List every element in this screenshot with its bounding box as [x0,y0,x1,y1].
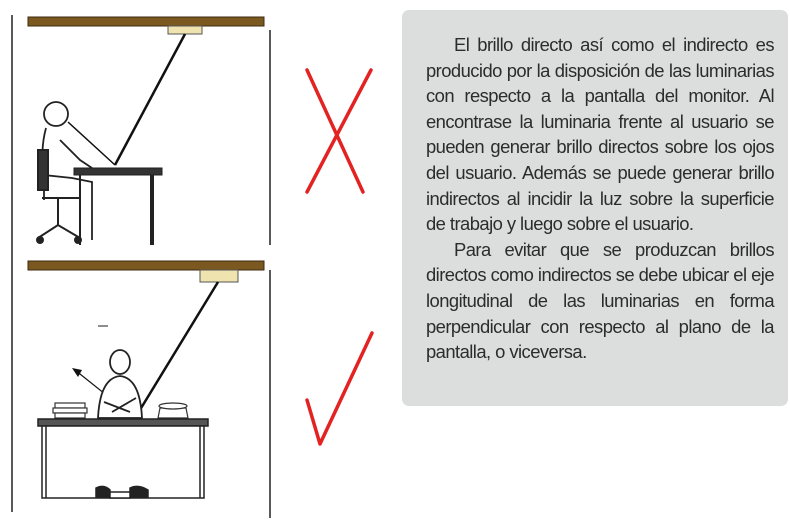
ceiling-bottom [27,260,265,271]
lamp-bottom [199,269,239,283]
light-ray-bottom [133,281,220,419]
check-mark-icon [305,331,374,446]
desk-top-scene [73,167,163,245]
reflection-ray-top [67,121,116,166]
explanation-panel: El brillo directo así como el indirecto … [402,10,788,406]
paragraph-avoid-glare: Para evitar que se produzcan brillos dir… [426,238,775,363]
arrowhead [72,368,82,377]
ceiling-top [27,16,265,27]
scene-correct [27,260,265,499]
scene-incorrect [27,16,265,245]
lighting-illustration [11,15,374,518]
telephone [157,402,189,419]
lamp-top [167,25,203,35]
cross-mark-icon [305,68,373,194]
paragraph-direct-glare: El brillo directo así como el indirecto … [426,34,775,235]
books-stack [52,402,88,419]
desk-bottom-scene [37,418,209,499]
front-person [97,349,143,419]
light-ray-top [113,33,187,166]
